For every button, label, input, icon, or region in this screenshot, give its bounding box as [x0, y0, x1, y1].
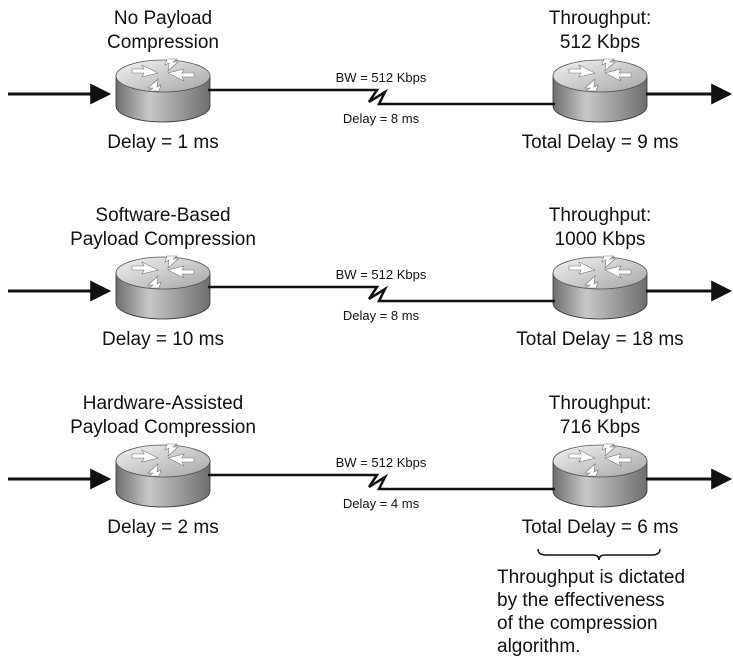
router-icon	[115, 255, 211, 320]
link-delay-label: Delay = 8 ms	[343, 111, 420, 126]
right-title-line: 1000 Kbps	[555, 229, 646, 250]
right-title-line: Throughput:	[549, 393, 651, 414]
left-title-line: Payload Compression	[70, 229, 256, 250]
serial-link-zigzag-icon	[208, 285, 555, 303]
note-line: Throughput is dictated	[497, 567, 685, 588]
link-bandwidth-label: BW = 512 Kbps	[336, 455, 427, 470]
total-delay-label: Total Delay = 9 ms	[522, 132, 679, 153]
note-line: of the compression	[497, 613, 658, 634]
left-delay-label: Delay = 10 ms	[102, 329, 224, 350]
right-title-line: 716 Kbps	[560, 417, 640, 438]
right-title-line: Throughput:	[549, 8, 651, 29]
link-bandwidth-label: BW = 512 Kbps	[336, 70, 427, 85]
right-title-line: Throughput:	[549, 205, 651, 226]
left-title-line: Hardware-Assisted	[83, 393, 244, 414]
router-icon	[115, 58, 211, 123]
note-line: by the effectiveness	[497, 590, 665, 611]
router-icon	[552, 443, 648, 508]
link-delay-label: Delay = 4 ms	[343, 496, 420, 511]
link-delay-label: Delay = 8 ms	[343, 308, 420, 323]
total-delay-label: Total Delay = 18 ms	[516, 329, 683, 350]
left-delay-label: Delay = 2 ms	[107, 517, 218, 538]
router-icon	[115, 443, 211, 508]
left-title-line: Payload Compression	[70, 417, 256, 438]
router-icon	[552, 58, 648, 123]
serial-link-zigzag-icon	[208, 88, 555, 106]
bottom-brace-icon	[537, 548, 661, 561]
left-title-line: Software-Based	[95, 205, 230, 226]
left-title-line: Compression	[107, 32, 219, 53]
note-line: algorithm.	[497, 636, 580, 657]
left-title-line: No Payload	[114, 8, 212, 29]
serial-link-zigzag-icon	[208, 473, 555, 491]
right-title-line: 512 Kbps	[560, 32, 640, 53]
link-bandwidth-label: BW = 512 Kbps	[336, 267, 427, 282]
router-icon	[552, 255, 648, 320]
total-delay-label: Total Delay = 6 ms	[522, 517, 679, 538]
left-delay-label: Delay = 1 ms	[107, 132, 218, 153]
